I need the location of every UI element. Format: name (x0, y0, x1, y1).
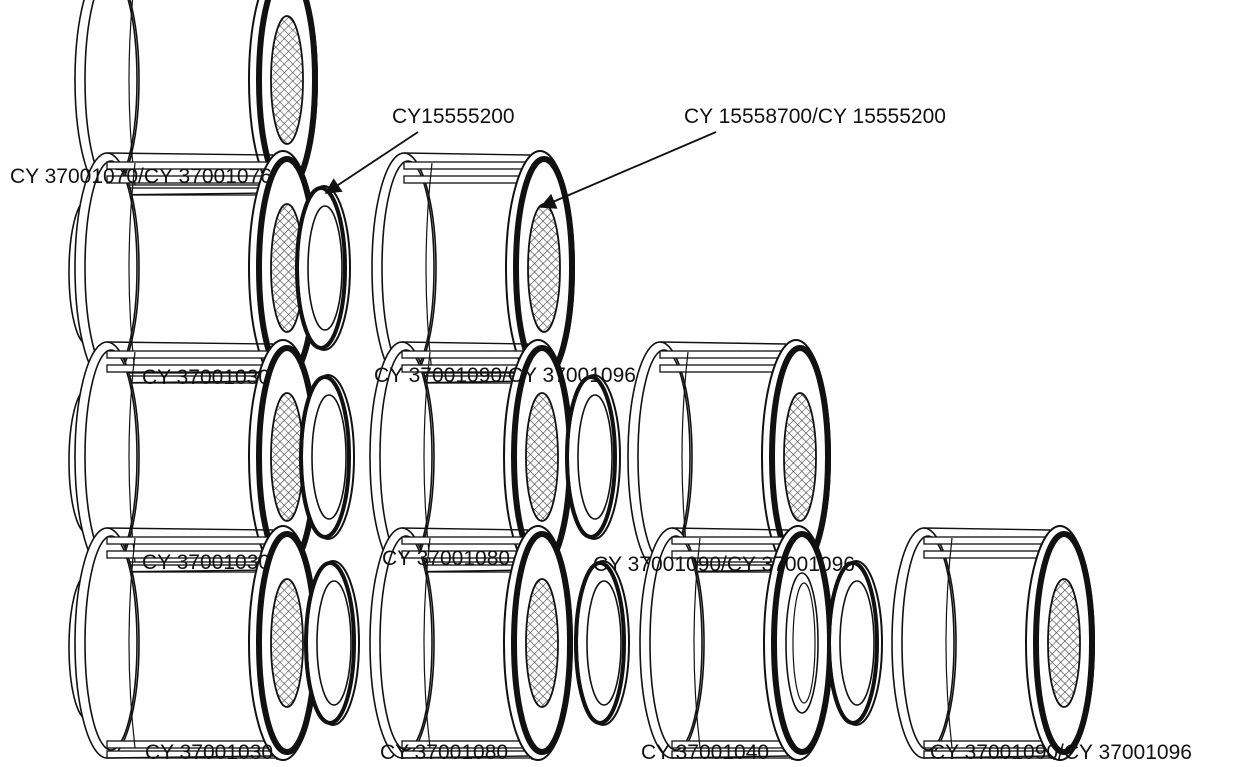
seal-ring (565, 374, 621, 540)
callout-arrow-seal-ring (324, 131, 419, 194)
strainer-element-strainer-outlet-screen (891, 525, 1095, 761)
part-label: CY 37001070/CY 37001076 (10, 165, 272, 188)
part-label: CY 37001040 (641, 741, 770, 764)
strainer-element-strainer-outlet-screen (627, 339, 831, 575)
callout-label-outlet-seal: CY 15558700/CY 15555200 (684, 105, 946, 128)
seal-ring (574, 560, 630, 726)
part-label: CY 37001080 (380, 741, 509, 764)
seal-ring (295, 185, 351, 351)
seal-ring (299, 374, 355, 540)
part-label: CY 37001030 (142, 366, 271, 389)
part-label: CY 37001030 (142, 551, 271, 574)
strainer-element-strainer-outlet-screen (371, 150, 575, 386)
part-label: CY 37001090/CY 37001096 (374, 364, 636, 387)
strainer-element-strainer-middle-open (639, 525, 833, 761)
seal-ring (827, 560, 883, 726)
part-label: CY 37001090/CY 37001096 (930, 741, 1192, 764)
part-label: CY 37001030 (145, 741, 274, 764)
seal-ring (304, 560, 360, 726)
callout-arrow-outlet-seal (539, 131, 717, 209)
callout-label-seal-ring: CY15555200 (392, 105, 515, 128)
part-label: CY 37001090/CY 37001096 (593, 553, 855, 576)
part-label: CY 37001080 (382, 547, 511, 570)
strainer-element-strainer-middle-screen (369, 525, 573, 761)
